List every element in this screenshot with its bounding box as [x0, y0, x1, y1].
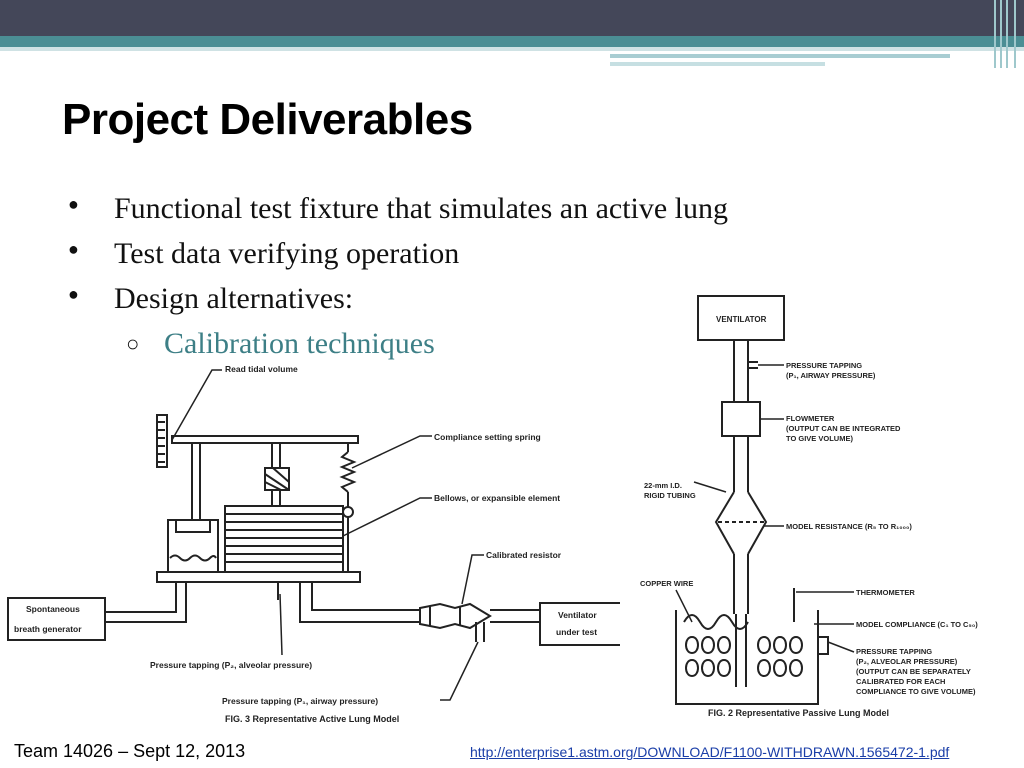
label-spont-2: breath generator: [14, 624, 82, 634]
header-accent-line-short: [610, 62, 825, 66]
passive-lung-model-figure: VENTILATOR PRESSURE TAPPING (P₁, AIRWAY …: [640, 295, 978, 718]
label-bellows: Bellows, or expansible element: [434, 493, 560, 503]
header-bar: [0, 0, 1024, 36]
active-lung-model-figure: Read tidal volume Compliance setting spr…: [7, 364, 620, 724]
header-accent-line: [610, 54, 950, 58]
label-resistance: MODEL RESISTANCE (R₅ TO R₁₀₀₀): [786, 522, 912, 531]
header-vertical-lines: [992, 0, 1024, 68]
label-tubing-1: 22-mm I.D.: [644, 481, 682, 490]
label-pt2-5: COMPLIANCE TO GIVE VOLUME): [856, 687, 976, 696]
label-pt1-2: (P₁, AIRWAY PRESSURE): [786, 371, 876, 380]
label-p2: Pressure tapping (P₂, alveolar pressure): [150, 660, 312, 670]
bullet-text: Design alternatives:: [114, 282, 354, 315]
label-tubing-2: RIGID TUBING: [644, 491, 696, 500]
footer-team-date: Team 14026 – Sept 12, 2013: [14, 741, 246, 761]
bullet-text: Functional test fixture that simulates a…: [114, 192, 729, 225]
label-pt2-1: PRESSURE TAPPING: [856, 647, 932, 656]
label-vent-1: Ventilator: [558, 610, 597, 620]
header-stripe: [0, 36, 1024, 47]
label-compliance-spring: Compliance setting spring: [434, 432, 541, 442]
label-compliance: MODEL COMPLIANCE (C₁ TO C₅₀): [856, 620, 978, 629]
sub-bullet-marker: ○: [126, 331, 140, 356]
caption-passive: FIG. 2 Representative Passive Lung Model: [708, 708, 889, 718]
label-pt1-1: PRESSURE TAPPING: [786, 361, 862, 370]
header-stripe-light: [0, 47, 1024, 51]
slide-title: Project Deliverables: [62, 95, 473, 144]
bullet-marker: ●: [68, 284, 79, 304]
label-p1: Pressure tapping (P₁, airway pressure): [222, 696, 378, 706]
label-flow-1: FLOWMETER: [786, 414, 835, 423]
label-resistor: Calibrated resistor: [486, 550, 562, 560]
label-thermo: THERMOMETER: [856, 588, 915, 597]
bullet-marker: ●: [68, 239, 79, 259]
sub-bullet-text: Calibration techniques: [164, 327, 435, 360]
label-flow-3: TO GIVE VOLUME): [786, 434, 853, 443]
label-pt2-3: (OUTPUT CAN BE SEPARATELY: [856, 667, 971, 676]
bullet-text: Test data verifying operation: [114, 237, 460, 270]
label-copper: COPPER WIRE: [640, 579, 693, 588]
label-read-tidal: Read tidal volume: [225, 364, 298, 374]
footer-source-link[interactable]: http://enterprise1.astm.org/DOWNLOAD/F11…: [470, 744, 950, 760]
label-pt2-4: CALIBRATED FOR EACH: [856, 677, 945, 686]
label-pt2-2: (P₂, ALVEOLAR PRESSURE): [856, 657, 958, 666]
caption-active: FIG. 3 Representative Active Lung Model: [225, 714, 399, 724]
label-flow-2: (OUTPUT CAN BE INTEGRATED: [786, 424, 901, 433]
label-spont-1: Spontaneous: [26, 604, 80, 614]
bullet-marker: ●: [68, 194, 79, 214]
label-ventilator: VENTILATOR: [716, 315, 767, 324]
label-vent-2: under test: [556, 627, 597, 637]
